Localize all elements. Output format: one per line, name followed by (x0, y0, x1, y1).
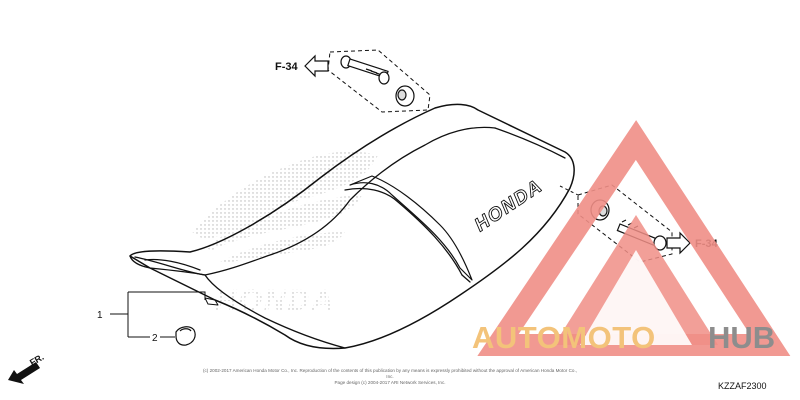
seat-clip-part (175, 326, 196, 346)
copyright-line-2: Page design (c) 2004-2017 ARI Network Se… (334, 380, 446, 385)
front-ref-label: F-34 (275, 61, 299, 73)
seat-outline (129, 103, 575, 350)
front-direction-arrow: FR. (8, 352, 46, 384)
front-direction-label: FR. (28, 352, 46, 368)
honda-wing-watermark: HONDA (192, 151, 378, 317)
copyright-notice: (c) 2002-2017 American Honda Motor Co., … (200, 368, 580, 386)
front-ref-arrow: F-34 (275, 54, 329, 78)
front-mount-bolt-group: F-34 (275, 49, 431, 113)
automotohub-watermark: AUTOMOTO HUB (472, 120, 791, 356)
part-1-label: 1 (97, 310, 103, 321)
diagram-code: KZZAF2300 (718, 381, 767, 391)
watermark-honda-text: HONDA (215, 284, 335, 317)
seat-strap (349, 175, 473, 281)
watermark-text-automoto: AUTOMOTO (472, 320, 656, 355)
seat-honda-text: HONDA (471, 176, 547, 237)
copyright-line-1: (c) 2002-2017 American Honda Motor Co., … (202, 368, 578, 379)
part-callouts (110, 291, 206, 338)
part-2-label: 2 (152, 333, 158, 344)
watermark-text-hub: HUB (708, 320, 775, 355)
